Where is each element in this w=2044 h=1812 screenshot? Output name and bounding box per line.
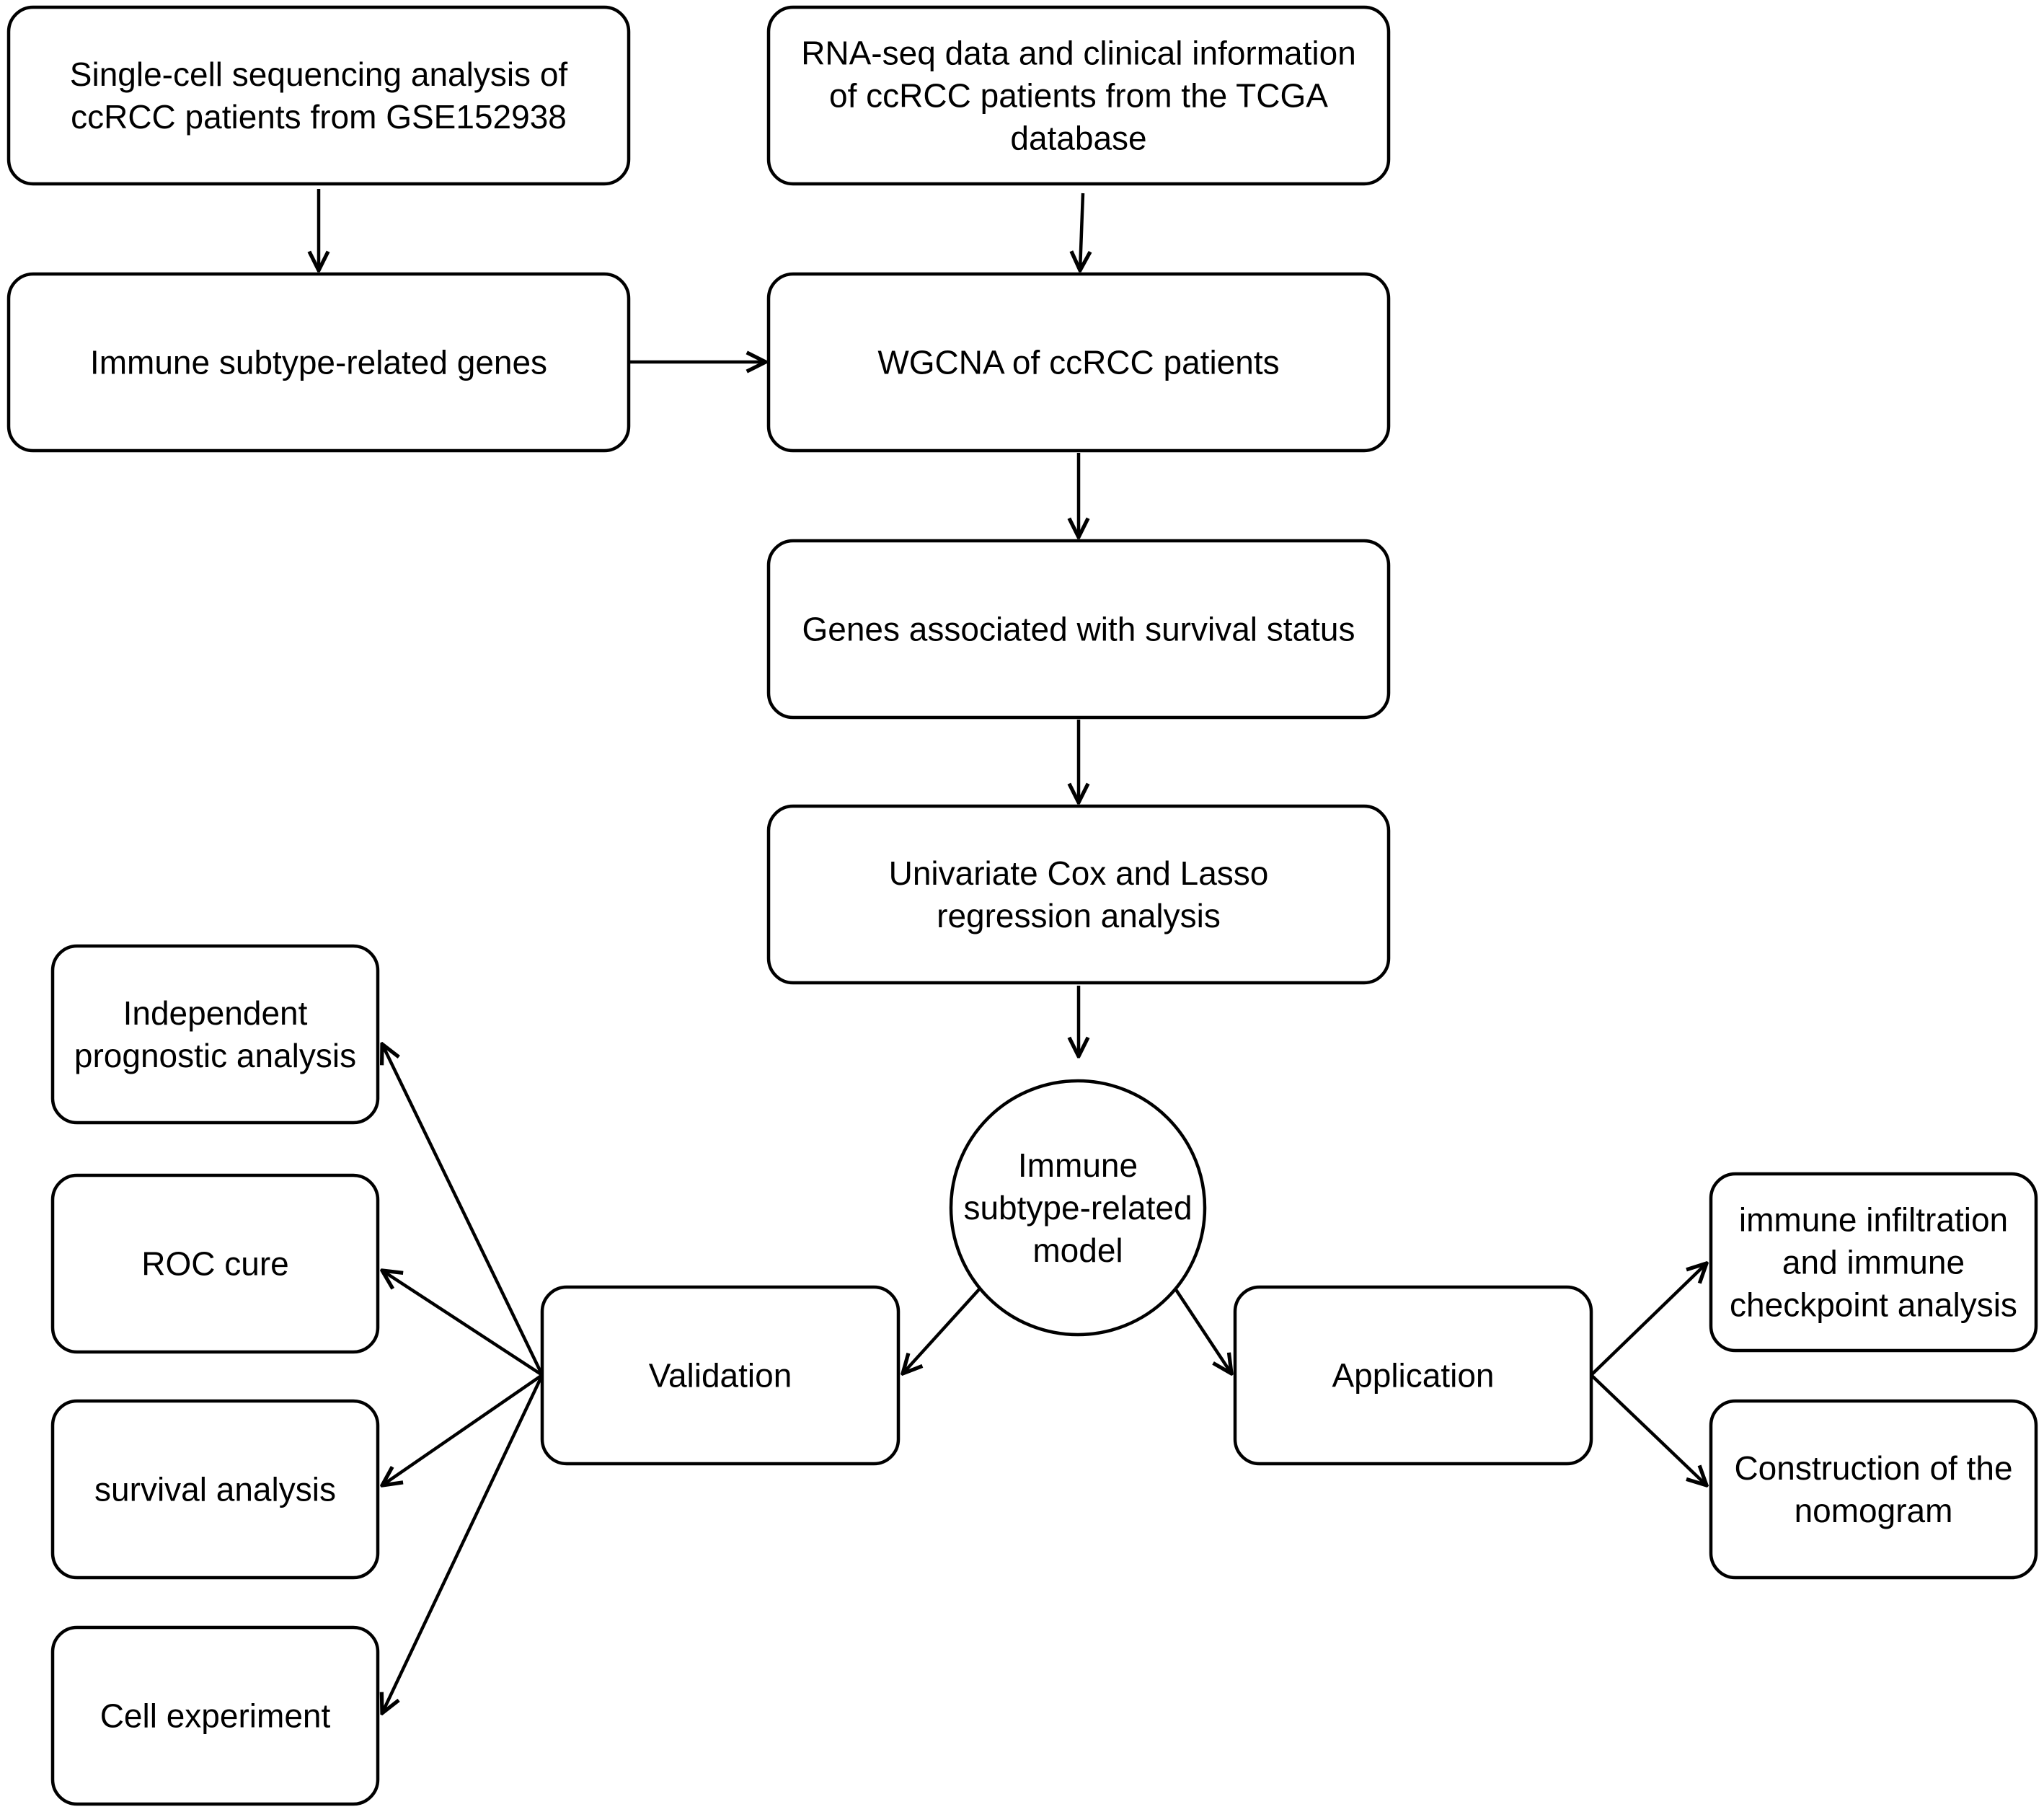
node-wgcna-label-line: WGCNA of ccRCC patients	[877, 344, 1279, 381]
node-application-shape	[1233, 1285, 1593, 1466]
node-model: Immune subtype-related model	[949, 1079, 1207, 1337]
node-survival: survival analysis	[50, 1399, 380, 1580]
node-nomogram-label: Construction of the nomogram	[1734, 1449, 2012, 1529]
arrow-validation-to-independent	[382, 1044, 544, 1376]
node-survival-label: survival analysis	[94, 1471, 336, 1508]
node-tcga: RNA-seq data and clinical information of …	[766, 5, 1391, 186]
node-scrna-label: Single-cell sequencing analysis of ccRCC …	[70, 56, 568, 136]
node-validation-label: Validation	[649, 1357, 792, 1395]
node-application-label: Application	[1332, 1357, 1494, 1395]
arrow-application-to-nomogram	[1590, 1374, 1707, 1485]
node-cell-label-line: Cell experiment	[100, 1697, 331, 1735]
node-cell-shape	[50, 1625, 380, 1806]
node-survival-genes-shape	[766, 539, 1391, 720]
node-tcga-shape	[766, 5, 1391, 186]
node-infiltration-label-line: checkpoint analysis	[1730, 1286, 2017, 1324]
node-cell-label: Cell experiment	[100, 1697, 331, 1735]
node-nomogram-label-line: Construction of the	[1734, 1449, 2012, 1487]
node-tcga-label-line: of ccRCC patients from the TCGA	[829, 77, 1328, 115]
node-model-label: Immune subtype-related model	[963, 1146, 1192, 1269]
node-survival-genes-label: Genes associated with survival status	[802, 611, 1355, 648]
node-wgcna-label: WGCNA of ccRCC patients	[877, 344, 1279, 381]
node-independent-shape	[50, 944, 380, 1125]
arrow-validation-to-survival	[382, 1374, 544, 1485]
arrow-validation-to-roc	[382, 1270, 544, 1376]
node-survival-label-line: survival analysis	[94, 1471, 336, 1508]
node-roc-label-line: ROC cure	[141, 1245, 288, 1283]
node-model-label-line: model	[1032, 1232, 1123, 1269]
node-application-label-line: Application	[1332, 1357, 1494, 1395]
arrow-tcga-to-wgcna	[1080, 193, 1083, 270]
node-immune-genes-label-line: Immune subtype-related genes	[90, 344, 547, 381]
node-scrna-label-line: Single-cell sequencing analysis of	[70, 56, 568, 93]
node-model-label-line: subtype-related	[963, 1189, 1192, 1227]
node-cox-lasso: Univariate Cox and Lasso regression analy…	[766, 804, 1391, 985]
node-infiltration-label-line: immune infiltration	[1739, 1201, 2008, 1239]
node-cox-lasso-shape	[766, 804, 1391, 985]
node-roc-shape	[50, 1173, 380, 1354]
node-survival-genes-label-line: Genes associated with survival status	[802, 611, 1355, 648]
node-cox-lasso-label: Univariate Cox and Lasso regression analy…	[889, 854, 1269, 934]
node-validation-shape	[540, 1285, 901, 1466]
arrow-validation-to-cell	[382, 1374, 544, 1713]
node-wgcna-shape	[766, 272, 1391, 453]
node-cox-lasso-label-line: regression analysis	[937, 897, 1221, 934]
node-scrna-label-line: ccRCC patients from GSE152938	[71, 98, 567, 136]
node-scrna: Single-cell sequencing analysis of ccRCC …	[6, 5, 631, 186]
node-validation-label-line: Validation	[649, 1357, 792, 1395]
node-infiltration-label: immune infiltration and immune checkpoint …	[1730, 1201, 2017, 1324]
node-independent-label: Independent prognostic analysis	[74, 994, 356, 1074]
arrow-model-to-application	[1168, 1278, 1231, 1374]
node-infiltration-label-line: and immune	[1782, 1244, 1965, 1281]
arrow-application-to-infiltration	[1590, 1263, 1707, 1376]
node-cell: Cell experiment	[50, 1625, 380, 1806]
node-independent-label-line: Independent	[123, 994, 308, 1032]
node-immune-genes-shape	[6, 272, 631, 453]
node-independent: Independent prognostic analysis	[50, 944, 380, 1125]
node-tcga-label-line: RNA-seq data and clinical information	[801, 35, 1356, 72]
node-nomogram: Construction of the nomogram	[1709, 1399, 2038, 1580]
node-immune-genes-label: Immune subtype-related genes	[90, 344, 547, 381]
node-model-label-line: Immune	[1018, 1146, 1138, 1184]
node-validation: Validation	[540, 1285, 901, 1466]
node-scrna-shape	[6, 5, 631, 186]
node-nomogram-shape	[1709, 1399, 2038, 1580]
node-model-shape	[949, 1079, 1207, 1337]
node-cox-lasso-label-line: Univariate Cox and Lasso	[889, 854, 1269, 892]
node-infiltration-shape	[1709, 1172, 2038, 1353]
edges-layer	[319, 189, 1707, 1713]
node-tcga-label: RNA-seq data and clinical information of …	[801, 35, 1356, 157]
node-tcga-label-line: database	[1010, 120, 1146, 157]
node-independent-label-line: prognostic analysis	[74, 1037, 356, 1074]
node-infiltration: immune infiltration and immune checkpoint …	[1709, 1172, 2038, 1353]
node-roc-label: ROC cure	[141, 1245, 288, 1283]
node-roc: ROC cure	[50, 1173, 380, 1354]
node-wgcna: WGCNA of ccRCC patients	[766, 272, 1391, 453]
node-application: Application	[1233, 1285, 1593, 1466]
arrow-model-to-validation	[903, 1278, 989, 1374]
nodes-layer: Single-cell sequencing analysis of ccRCC …	[6, 5, 2038, 1806]
node-survival-genes: Genes associated with survival status	[766, 539, 1391, 720]
node-survival-shape	[50, 1399, 380, 1580]
node-immune-genes: Immune subtype-related genes	[6, 272, 631, 453]
node-nomogram-label-line: nomogram	[1795, 1492, 1953, 1529]
